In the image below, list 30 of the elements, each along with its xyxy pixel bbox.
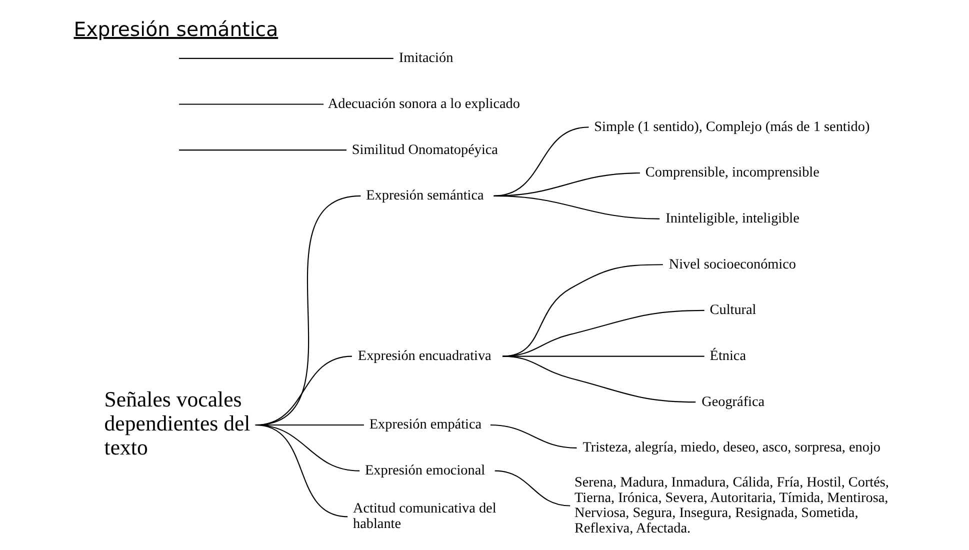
node-text: Étnica: [710, 348, 746, 364]
connector: [179, 150, 346, 151]
node-text: Geográfica: [702, 394, 765, 410]
node-text: Cultural: [710, 302, 756, 318]
node-text: Adecuación sonora a lo explicado: [328, 96, 520, 112]
connector: [255, 424, 348, 518]
connector: [502, 356, 696, 403]
connector: [502, 310, 704, 357]
node-text: Expresión encuadrativa: [358, 348, 492, 364]
connector: [179, 58, 394, 59]
connector: [490, 424, 577, 448]
node-text: Expresión semántica: [366, 188, 484, 204]
node-text: Tristeza, alegría, miedo, deseo, asco, sorpresa, enojo: [582, 440, 880, 456]
connector: [179, 104, 324, 105]
node-text: Imitación: [398, 50, 454, 66]
node-text: Simple (1 sentido), Complejo (más de 1 sentido): [594, 118, 870, 135]
node-text: Ininteligible, inteligible: [666, 210, 800, 227]
node-text: Señales vocales dependientes del texto: [104, 387, 250, 460]
label: Expresión semántica: [74, 18, 278, 41]
node-text: Expresión empática: [369, 416, 482, 433]
node-text: Comprensible, incomprensible: [645, 164, 820, 181]
node-text: Similitud Onomatopéyica: [352, 142, 498, 158]
connector: [494, 126, 589, 196]
node-text: Actitud comunicativa del hablante: [353, 500, 496, 532]
node-text: Serena, Madura, Inmadura, Cálida, Fría, Hostil, Cortés, Tierna, Irónica, Severa, Autoritaria, Tímida, Mentirosa, Nerviosa, Segura, Insegura, Resignada, Sometida, Reflexiva, Afectada.: [574, 474, 889, 536]
node-text: Nivel socioeconómico: [668, 256, 796, 272]
connector: [502, 356, 704, 357]
connector: [494, 470, 570, 506]
node-text: Expresión emocional: [365, 462, 486, 479]
connector: [494, 195, 660, 220]
